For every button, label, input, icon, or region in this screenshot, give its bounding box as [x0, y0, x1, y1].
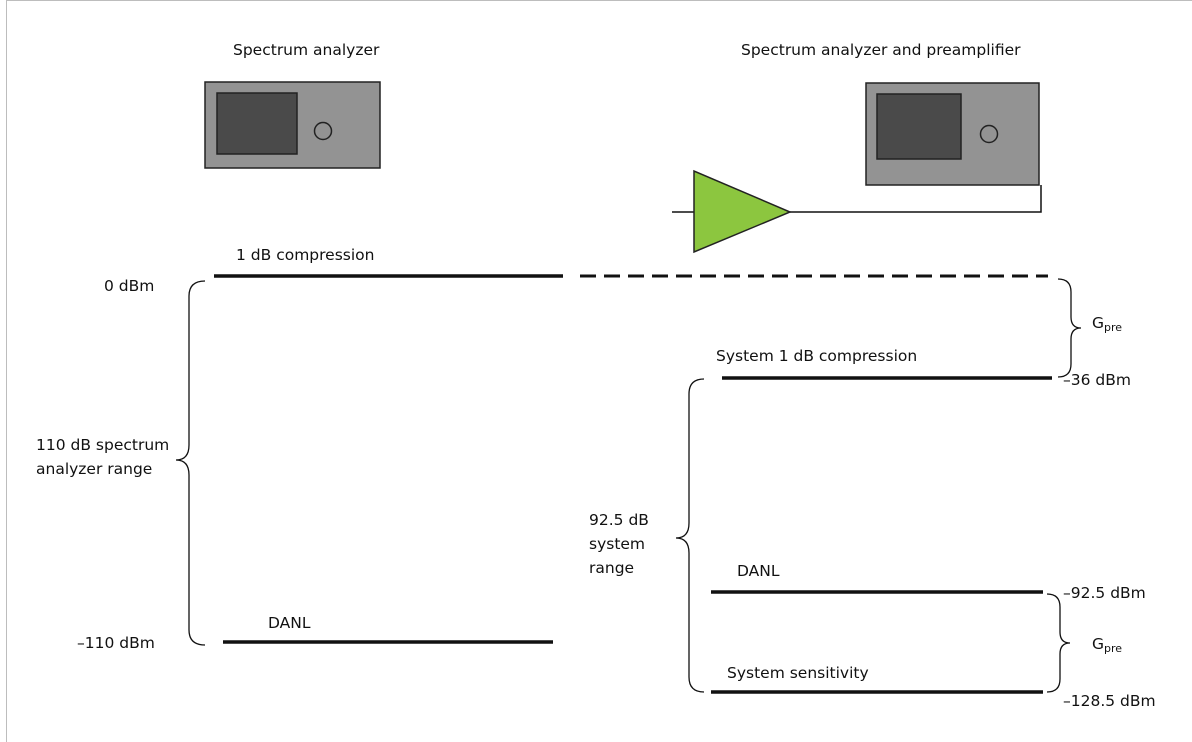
- gain-subscript: pre: [1104, 642, 1123, 655]
- system-danl-value: –92.5 dBm: [1063, 584, 1146, 602]
- spectrum-analyzer-icon: [865, 82, 1040, 186]
- gain-symbol: G: [1092, 635, 1105, 653]
- top-level-value: 0 dBm: [104, 277, 154, 295]
- spectrum-analyzer-icon: [204, 81, 381, 169]
- danl-label-left: DANL: [268, 614, 311, 632]
- gain-subscript: pre: [1104, 321, 1123, 334]
- system-compression-label: System 1 dB compression: [716, 347, 917, 365]
- left-title: Spectrum analyzer: [233, 41, 380, 59]
- system-range-brace: [675, 378, 705, 693]
- danl-label-right: DANL: [737, 562, 780, 580]
- gain-symbol: G: [1092, 314, 1105, 332]
- left-range-label-line2: analyzer range: [36, 460, 152, 478]
- gain-brace-top: [1057, 278, 1082, 378]
- preamplifier-icon: [672, 169, 1042, 254]
- right-range-label-line1: 92.5 dB: [589, 511, 649, 529]
- compression-label: 1 dB compression: [236, 246, 374, 264]
- right-range-label-line3: range: [589, 559, 634, 577]
- diagram-frame: [6, 0, 1192, 742]
- gain-label-top: Gpre: [1092, 313, 1122, 338]
- gain-brace-bottom: [1046, 593, 1071, 693]
- system-compression-value: –36 dBm: [1063, 371, 1131, 389]
- system-sensitivity-label: System sensitivity: [727, 664, 869, 682]
- right-title: Spectrum analyzer and preamplifier: [741, 41, 1021, 59]
- system-sensitivity-value: –128.5 dBm: [1063, 692, 1156, 710]
- right-range-label-line2: system: [589, 535, 645, 553]
- left-range-brace: [175, 280, 206, 646]
- left-range-label-line1: 110 dB spectrum: [36, 436, 169, 454]
- bottom-level-value: –110 dBm: [77, 634, 155, 652]
- gain-label-bottom: Gpre: [1092, 634, 1122, 659]
